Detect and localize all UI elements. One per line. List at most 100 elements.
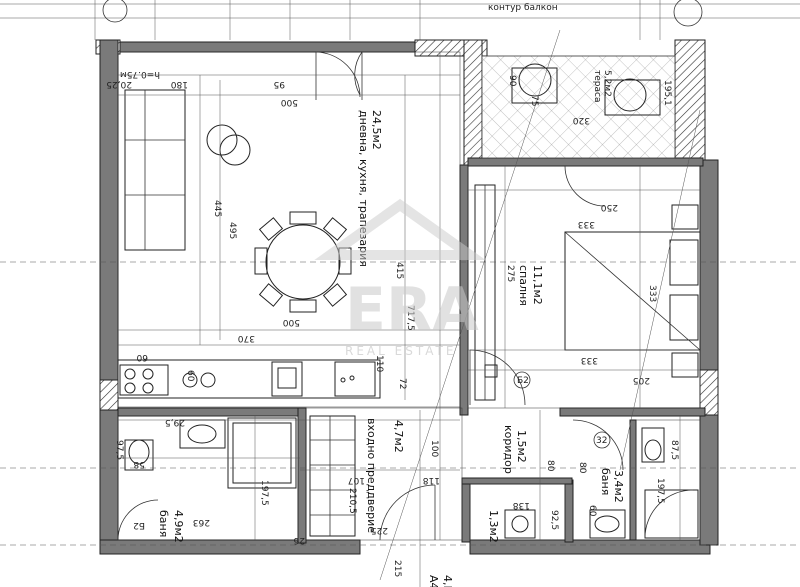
wall-right [699,159,719,546]
dim-90: 90 [507,75,517,87]
dim-138: 138 [513,500,530,510]
dim-210-5: 210,5 [347,488,357,514]
dim-500-top: 500 [281,97,298,107]
wall-storage-top [461,477,573,485]
dim-333-bottom: 333 [581,355,598,365]
wall-terrace-right [674,39,706,161]
corridor-name: коридор [502,425,515,474]
boiler [504,509,536,539]
dim-225: 225 [371,525,388,535]
top-strip: контур балкон [0,0,800,40]
dim-80-b: 80 [577,462,587,474]
wall-bath1-top [117,407,299,417]
door-tag-b2-bedroom: Б2 [517,376,529,386]
door-tag-c: 32 [596,436,607,446]
shower-tray [227,417,297,489]
dim-500-bottom: 500 [283,317,300,327]
dim-97-5: 97,5 [114,440,124,460]
dim-180: 180 [171,79,188,89]
axis-a4: А4 [427,575,440,587]
dim-72: 72 [397,378,407,389]
entrance-door-swing [379,484,436,541]
bath1-area: 4,9м2 [172,510,185,543]
dim-100: 100 [429,440,439,457]
wall-storage-right [564,479,574,543]
dim-445: 445 [212,200,222,217]
bathroom-1: баня 4,9м2 Б2 [117,415,299,543]
dim-29-5: 29,5 [165,417,185,427]
dim-320: 320 [573,115,590,125]
dim-26: 26 [293,535,305,545]
shoe-cabinet [309,415,356,537]
watermark-brand: ERA [345,275,479,345]
bedroom-area: 11,1м2 [531,265,544,305]
dim-60-c: 60 [587,505,597,517]
dim-87-5: 87,5 [669,440,679,460]
wall-left-column [99,379,119,411]
wall-storage-left [461,479,471,543]
wall-bath1-right [297,407,307,544]
bath1-door-swing [117,499,159,541]
door-tag-b2: Б2 [133,520,145,530]
dim-275: 275 [505,265,515,282]
dim-95: 95 [274,79,285,89]
dim-333-top: 333 [578,219,595,229]
shower-tray-2 [644,489,699,539]
dim-250: 250 [601,202,618,212]
toilet-2 [641,427,665,463]
storage-area: 1,3м2 [487,510,500,543]
washbasin-2 [589,509,626,539]
sofa [124,89,186,251]
kitchen-counter [117,359,381,399]
axis-a4m2: 4,М2 [441,575,454,587]
entrance-name: входно преддверие [365,418,378,533]
watermark: ERA REAL ESTATE [314,198,486,358]
wall-bottom-right [469,539,711,555]
dim-205: 205 [633,375,650,385]
dimension-labels: 20,25 180 95 500 445 495 500 370 60 60 4… [106,75,679,577]
dim-92-5: 92,5 [549,510,559,530]
dimension-lines [0,29,800,587]
corridor: Б2 коридор 1,5м2 32 [469,349,624,474]
dim-60-b: 60 [185,370,195,382]
axis-labels: А4 4,М2 [427,575,454,587]
dim-197-5: 197,5 [259,480,269,506]
terrace-door-swing [315,51,361,98]
dim-215: 215 [392,560,402,577]
dim-75: 75 [529,95,539,106]
terrace-area: 5,2м2 [602,70,612,97]
wall-bedroom-top [467,157,704,167]
bath2-name: баня [599,468,612,495]
dim-197-5-b: 197,5 [655,478,665,504]
dim-80-a: 80 [545,460,555,472]
bedroom-name: спалня [517,265,530,306]
bath2-area: 3,4м2 [612,470,625,503]
dim-60-a: 60 [136,352,148,362]
terrace: тераса 5,2м2 [481,55,676,159]
dim-58: 58 [133,459,145,469]
corridor-area: 1,5м2 [515,430,528,463]
walls [95,39,719,555]
entrance-area: 4,7м2 [392,420,405,453]
bedroom-window-door [564,165,606,207]
top-note: контур балкон [488,3,558,13]
dim-415: 415 [394,262,404,279]
washbasin [179,419,226,449]
dim-495: 495 [227,222,237,239]
storage: 1,3м2 [469,483,566,543]
dim-333-right: 333 [647,285,657,302]
terrace-name: тераса [592,70,602,102]
wall-bath2-left [629,419,637,541]
dim-110: 110 [374,355,384,372]
bathroom-2: баня 3,4м2 [589,419,701,541]
entrance-hall: входно преддверие 4,7м2 [305,407,463,541]
watermark-sub: REAL ESTATE [345,344,456,358]
wall-bottom-left [99,539,361,555]
dim-195-1: 195,1 [662,80,672,106]
living-room-area: 24,5м2 [370,110,383,150]
dim-118: 118 [423,475,440,485]
bedroom: спалня 11,1м2 [467,165,701,409]
wall-terrace-left [463,39,483,166]
dim-107: 107 [348,475,365,485]
